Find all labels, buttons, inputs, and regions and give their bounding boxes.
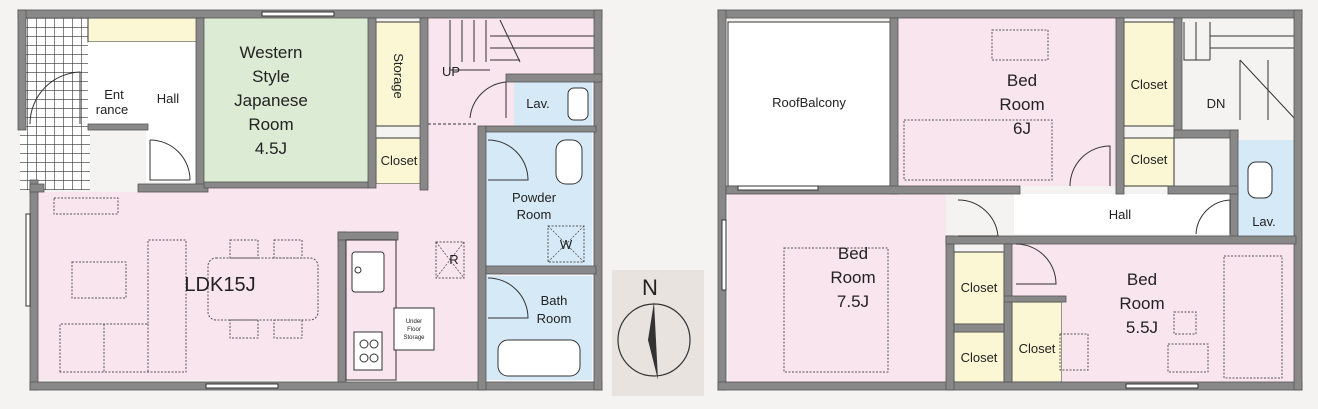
bed-75j-area — [728, 194, 946, 382]
bed-75j-label-2: Room — [830, 268, 875, 287]
lav-1f-label: Lav. — [526, 96, 550, 111]
closet-mid-label: Closet — [1131, 152, 1168, 167]
bed-6j-area — [898, 18, 1120, 186]
under-floor-storage-label-3: Storage — [403, 335, 425, 341]
storage-label: Storage — [391, 53, 406, 99]
bed-55j-size: 5.5J — [1126, 318, 1158, 337]
dn-label: DN — [1207, 96, 1226, 111]
western-room-label-3: Japanese — [234, 91, 308, 110]
up-label: UP — [442, 64, 460, 79]
western-room-label-1: Western — [240, 43, 303, 62]
entrance-label-2: rance — [96, 102, 129, 117]
bed-55j-label-2: Room — [1119, 294, 1164, 313]
bed-6j-label-2: Room — [999, 95, 1044, 114]
bed-6j-label-1: Bed — [1007, 71, 1037, 90]
bath-room-label-2: Room — [537, 311, 572, 326]
closet-b-label: Closet — [961, 350, 998, 365]
hall-1f-label: Hall — [157, 91, 180, 106]
floor1-labels: Ent rance Hall Western Style Japanese Ro… — [96, 43, 573, 341]
closet-top-label: Closet — [1131, 77, 1168, 92]
roof-balcony-area — [727, 21, 891, 187]
w-mark: W — [560, 237, 573, 252]
floor2-labels: RoofBalcony Bed Room 6J Closet Closet DN… — [772, 71, 1276, 365]
hall-2f-label: Hall — [1109, 207, 1132, 222]
western-room — [204, 18, 368, 184]
under-floor-storage-label-1: Under — [406, 319, 422, 325]
western-room-label-4: Room — [248, 115, 293, 134]
bed-55j-label-1: Bed — [1127, 270, 1157, 289]
floor2-plan — [717, 9, 1303, 391]
ldk-label: LDK15J — [184, 274, 255, 296]
bed-75j-size: 7.5J — [837, 292, 869, 311]
closet-a-label: Closet — [961, 280, 998, 295]
roof-balcony-label: RoofBalcony — [772, 95, 846, 110]
western-room-size: 4.5J — [255, 139, 287, 158]
entrance-label-1: Ent — [104, 87, 124, 102]
under-floor-storage-label-2: Floor — [407, 327, 421, 333]
bed-6j-size: 6J — [1013, 119, 1031, 138]
lav-2f-label: Lav. — [1252, 214, 1276, 229]
compass-north-label: N — [642, 275, 658, 300]
bath-room-label-1: Bath — [541, 293, 568, 308]
powder-room-label-1: Powder — [512, 190, 557, 205]
bed-75j-label-1: Bed — [838, 244, 868, 263]
entrance-tile-floor — [20, 18, 90, 190]
closet-c-label: Closet — [1019, 341, 1056, 356]
r-mark: R — [449, 252, 458, 267]
compass — [612, 270, 704, 396]
western-room-label-2: Style — [252, 67, 290, 86]
floor1-plan — [17, 9, 603, 391]
closet-1f-label: Closet — [381, 153, 418, 168]
closet-1f-area — [375, 137, 423, 185]
powder-room-label-2: Room — [517, 207, 552, 222]
